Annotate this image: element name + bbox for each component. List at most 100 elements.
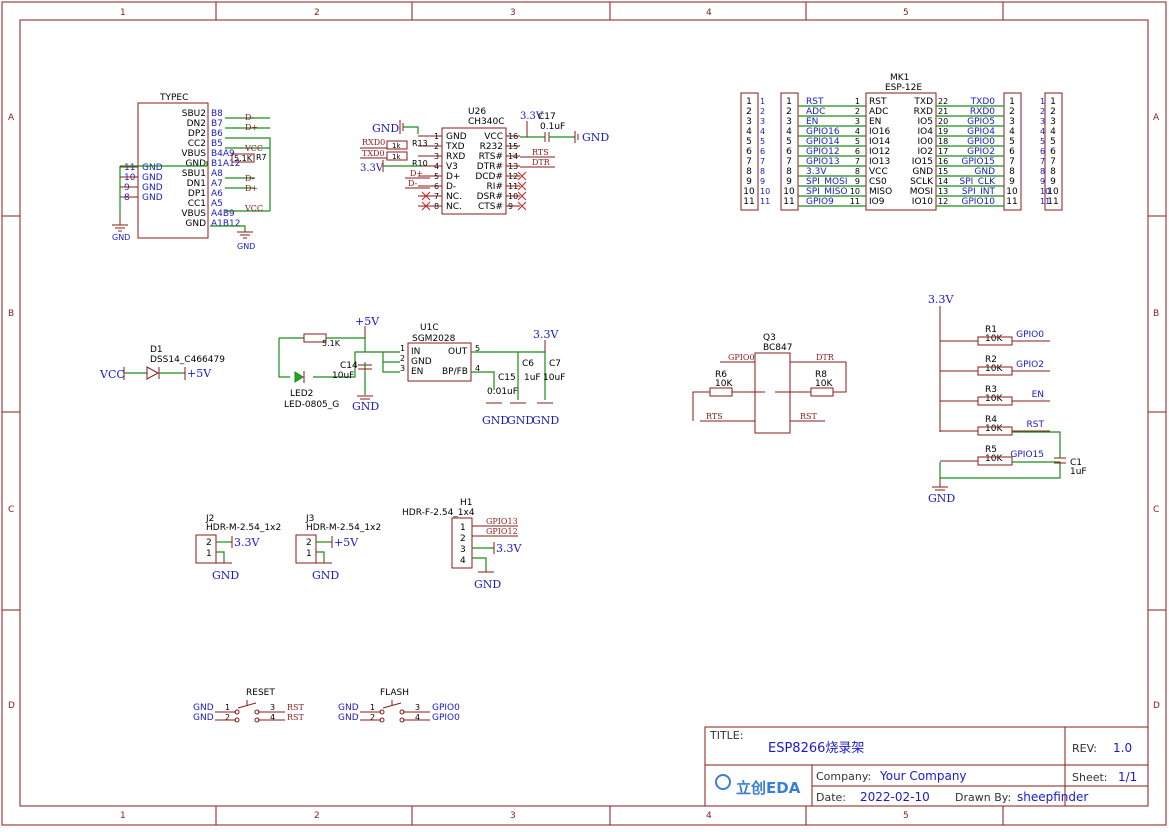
reset-pin-1: 1: [225, 703, 230, 712]
flash-pin-1: 1: [370, 703, 375, 712]
esp-right-header-num: 3: [1040, 117, 1045, 126]
typec-gnd-right: GND: [237, 242, 255, 251]
typec-net-dplus-1: D+: [245, 123, 258, 132]
ch340-left-pin-label: GND: [446, 132, 467, 142]
q3-part: BC847: [763, 343, 792, 353]
esp-left-pin-num: 6: [855, 147, 860, 156]
pullup-value: 10K: [985, 424, 1003, 434]
reset-gnd-1: GND: [193, 703, 214, 713]
ldo-pin-bp: BP/FB: [442, 367, 468, 377]
esp-right-header-num: 7: [1040, 157, 1045, 166]
typec-right-pin-num: B6: [211, 129, 223, 139]
ch340-right-pin-label: RI#: [487, 182, 503, 192]
esp-left-pin-num: 1: [855, 97, 860, 106]
ch340-r10-ref: R10: [412, 159, 428, 168]
ldo-gnd-4: GND: [532, 414, 559, 427]
esp-right-net: GPIO15: [961, 157, 995, 167]
esp-left-header-num: 9: [760, 177, 765, 186]
h1-pin-3: 3: [460, 545, 466, 555]
ldo-pin-out: OUT: [448, 347, 468, 357]
company-value: Your Company: [879, 769, 967, 783]
grid-row-d-right: D: [1153, 701, 1160, 711]
esp-left-pin-label: IO13: [869, 157, 890, 167]
esp-right-connector-pin: 7: [1009, 157, 1015, 167]
flash-pin-2: 2: [370, 713, 375, 722]
j2-gnd: GND: [212, 569, 239, 582]
typec-right-pin-label: VBUS: [181, 209, 206, 219]
ldo-c6-ref: C6: [522, 359, 534, 369]
ldo-gnd-2: GND: [482, 414, 509, 427]
esp-right-header-num: 1: [1040, 97, 1045, 106]
esp-left-pin-label: MISO: [869, 187, 892, 197]
grid-row-a-left: A: [8, 113, 15, 123]
ldo-pin-in: IN: [411, 347, 420, 357]
header-h1: H1 HDR-F-2.54_1x4 1 2 3 4 GPIO13 GPIO12 …: [402, 498, 522, 591]
esp-left-connector-pin: 1: [786, 97, 792, 107]
esp-left-pin-num: 9: [855, 177, 860, 186]
ch340-gnd-label: GND: [372, 122, 399, 135]
typec-left-pin-num: 8: [124, 193, 130, 203]
company-label: Company:: [816, 770, 871, 783]
esp-left-header-pin: 2: [746, 107, 752, 117]
esp-right-header-pin: 11: [1047, 197, 1058, 207]
ch340-gnd-right: GND: [582, 131, 609, 144]
grid-row-b-left: B: [8, 309, 14, 319]
grid-col-3-top: 3: [510, 8, 516, 18]
typec-right-pin-num: A1B12: [211, 219, 241, 229]
q3-net-dtr: DTR: [816, 353, 835, 362]
typec-r7-ref: R7: [256, 153, 267, 162]
esp-right-pin-num: 15: [938, 167, 948, 176]
j3-part: HDR-M-2.54_1x2: [306, 523, 381, 533]
esp-right-connector-pin: 2: [1009, 107, 1015, 117]
esp-right-pin-label: MOSI: [910, 187, 933, 197]
ch340-left-pin-label: NC.: [446, 202, 462, 212]
typec-right-pin-num: B5: [211, 139, 223, 149]
typec-right-pin-label: DP2: [188, 129, 206, 139]
esp-right-pin-label: RXD: [914, 107, 933, 117]
grid-row-d-left: D: [8, 701, 15, 711]
esp-left-connector-pin: 4: [786, 127, 792, 137]
esp-left-header-num: 5: [760, 137, 765, 146]
ch340-dminus: D-: [408, 179, 418, 188]
esp-left-connector-pin: 6: [786, 147, 792, 157]
j2-ref: J2: [205, 514, 214, 524]
esp-left-header-pin: 8: [746, 167, 752, 177]
esp-left-header-num: 1: [760, 97, 765, 106]
esp-left-header-pin: 6: [746, 147, 752, 157]
header-j3: J3 HDR-M-2.54_1x2 2 1 +5V GND: [295, 514, 381, 582]
esp-right-pin-label: IO0: [918, 137, 934, 147]
j2-pin-2: 2: [206, 538, 212, 548]
typec-right-pin-num: A6: [211, 189, 223, 199]
flash-gpio0-1: GPIO0: [432, 703, 460, 713]
esp-left-header-pin: 5: [746, 137, 752, 147]
ldo-gnd-1: GND: [352, 400, 379, 413]
ldo-c7-value: 10uF: [543, 373, 565, 383]
esp-left-net: GPIO12: [806, 147, 840, 157]
esp-right-pin-num: 18: [938, 137, 948, 146]
ldo-pin-en: EN: [411, 367, 423, 377]
esp-left-net: SPI_MOSI: [806, 177, 848, 187]
reset-pin-3: 3: [270, 703, 275, 712]
pullup-gnd: GND: [928, 492, 955, 505]
grid-col-4-bottom: 4: [706, 811, 712, 821]
ldo-regulator: U1C SGM2028 IN GND EN 1 2 3 OUT BP/FB 5 …: [278, 315, 565, 427]
grid-col-3-bottom: 3: [510, 811, 516, 821]
esp-right-connector-pin: 6: [1009, 147, 1015, 157]
pullup-ref: R4: [985, 415, 997, 425]
j3-power: +5V: [334, 536, 359, 549]
pullup-ref: R2: [985, 355, 997, 365]
esp-right-header-num: 11: [1040, 197, 1050, 206]
pullup-net: EN: [1032, 390, 1044, 400]
h1-ref: H1: [460, 498, 473, 508]
h1-pin-2: 2: [460, 534, 466, 544]
ch340-right-pin-label: CTS#: [478, 202, 503, 212]
ch340-right-pin-label: VCC: [484, 132, 503, 142]
esp-right-connector-pin: 9: [1009, 177, 1015, 187]
ldo-plus5: +5V: [355, 315, 380, 328]
esp-left-net: ADC: [806, 107, 825, 117]
ch340-dplus: D+: [410, 169, 423, 178]
q3-ref: Q3: [763, 333, 776, 343]
grid-col-1-bottom: 1: [120, 811, 126, 821]
